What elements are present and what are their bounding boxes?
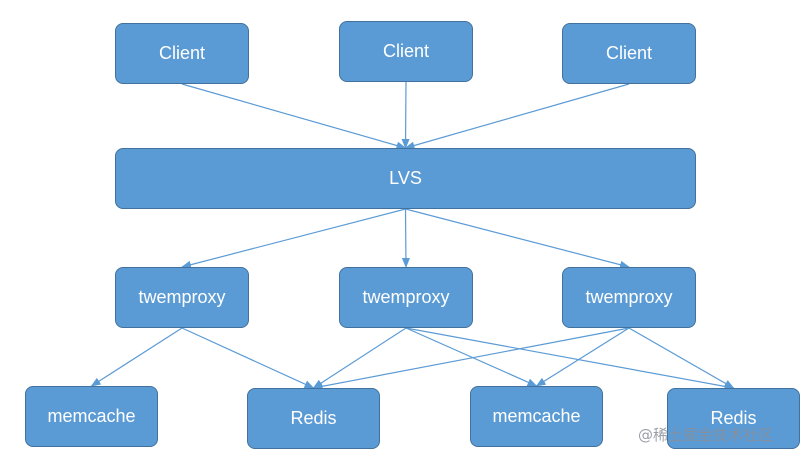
client-node-1: Client: [115, 23, 249, 84]
redis-node-2: Redis: [667, 388, 800, 449]
edge-twemproxy-1-to-redis-1: [181, 327, 315, 389]
edge-lvs-to-twemproxy-2: [401, 208, 410, 268]
lvs-node: LVS: [115, 148, 696, 209]
edge-lvs-to-twemproxy-3: [405, 208, 630, 269]
edge-twemproxy-2-to-redis-1: [312, 327, 407, 389]
edge-lvs-to-twemproxy-1: [181, 208, 406, 269]
edge-twemproxy-2-to-memcache-2: [405, 327, 538, 387]
edge-twemproxy-3-to-memcache-2: [535, 327, 630, 387]
edge-client-2-to-lvs: [401, 81, 410, 149]
redis-node-1: Redis: [247, 388, 380, 449]
edge-twemproxy-1-to-memcache-1: [90, 327, 183, 387]
client-node-3: Client: [562, 23, 696, 84]
twemproxy-node-3: twemproxy: [562, 267, 696, 328]
twemproxy-node-2: twemproxy: [339, 267, 473, 328]
client-node-2: Client: [339, 21, 473, 82]
twemproxy-node-1: twemproxy: [115, 267, 249, 328]
edge-client-1-to-lvs: [181, 83, 407, 150]
edge-twemproxy-2-to-redis-2: [405, 327, 735, 391]
edge-twemproxy-3-to-redis-1: [312, 327, 630, 391]
memcache-node-1: memcache: [25, 386, 158, 447]
edge-twemproxy-3-to-redis-2: [628, 327, 735, 389]
edge-client-3-to-lvs: [404, 83, 630, 150]
memcache-node-2: memcache: [470, 386, 603, 447]
watermark-text: @稀土掘金技术社区: [638, 426, 774, 444]
